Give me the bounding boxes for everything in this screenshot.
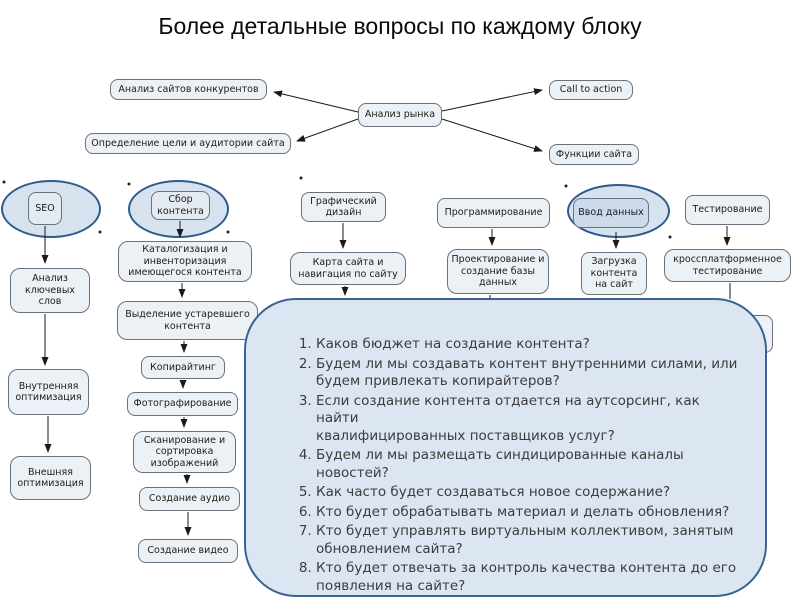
node-programming-header: Программирование [437, 198, 550, 228]
node-design-header: Графический дизайн [301, 192, 386, 222]
callout-question: Каков бюджет на создание контента? [316, 336, 743, 354]
callout-question: Будем ли мы создавать контент внутренним… [316, 356, 743, 391]
node-outdated-content: Выделение устаревшего контента [117, 301, 258, 340]
slide-title: Более детальные вопросы по каждому блоку [158, 13, 642, 39]
node-crossplatform-testing: кроссплатформенное тестирование [664, 249, 791, 282]
callout-question: Если создание контента отдается на аутсо… [316, 393, 743, 446]
callout-question: Будем ли мы размещать синдицированные ка… [316, 447, 743, 482]
callout-question: Кто будет отвечать за контроль качества … [316, 560, 743, 595]
node-keyword-analysis: Анализ ключевых слов [10, 268, 90, 313]
seo-ellipse [1, 180, 101, 238]
node-market-analysis: Анализ рынка [358, 103, 442, 127]
node-external-optimization: Внешняя оптимизация [10, 456, 91, 500]
node-copywriting: Копирайтинг [141, 356, 225, 379]
node-seo-header: SEO [28, 192, 62, 225]
node-photography: Фотографирование [127, 392, 238, 416]
callout-question: Как часто будет создаваться новое содерж… [316, 484, 743, 502]
questions-list: Каков бюджет на создание контента? Будем … [290, 336, 743, 595]
node-audio-creation: Создание аудио [139, 487, 240, 511]
node-internal-optimization: Внутренняя оптимизация [8, 369, 89, 415]
node-site-functions: Функции сайта [549, 144, 639, 165]
node-scanning-sorting: Сканирование и сортировка изображений [133, 431, 236, 473]
node-sitemap-navigation: Карта сайта и навигация по сайту [290, 252, 406, 285]
node-database-design: Проектирование и создание базы данных [447, 249, 549, 294]
questions-callout: Каков бюджет на создание контента? Будем … [244, 298, 767, 597]
node-cataloging-inventory: Каталогизация и инвенторизация имеющегос… [118, 241, 252, 282]
callout-question: Кто будет обрабатывать материал и делать… [316, 504, 743, 522]
node-data-entry-header: Ввод данных [573, 198, 649, 228]
node-call-to-action: Call to action [549, 80, 633, 100]
node-site-goal-audience: Определение цели и аудитории сайта [85, 133, 291, 154]
node-testing-header: Тестирование [685, 195, 770, 225]
node-video-creation: Создание видео [138, 539, 238, 563]
node-competitor-sites-analysis: Анализ сайтов конкурентов [110, 79, 267, 100]
node-content-upload: Загрузка контента на сайт [581, 252, 647, 295]
node-content-header: Сбор контента [151, 191, 210, 220]
callout-question: Кто будет управлять виртуальным коллекти… [316, 523, 743, 558]
